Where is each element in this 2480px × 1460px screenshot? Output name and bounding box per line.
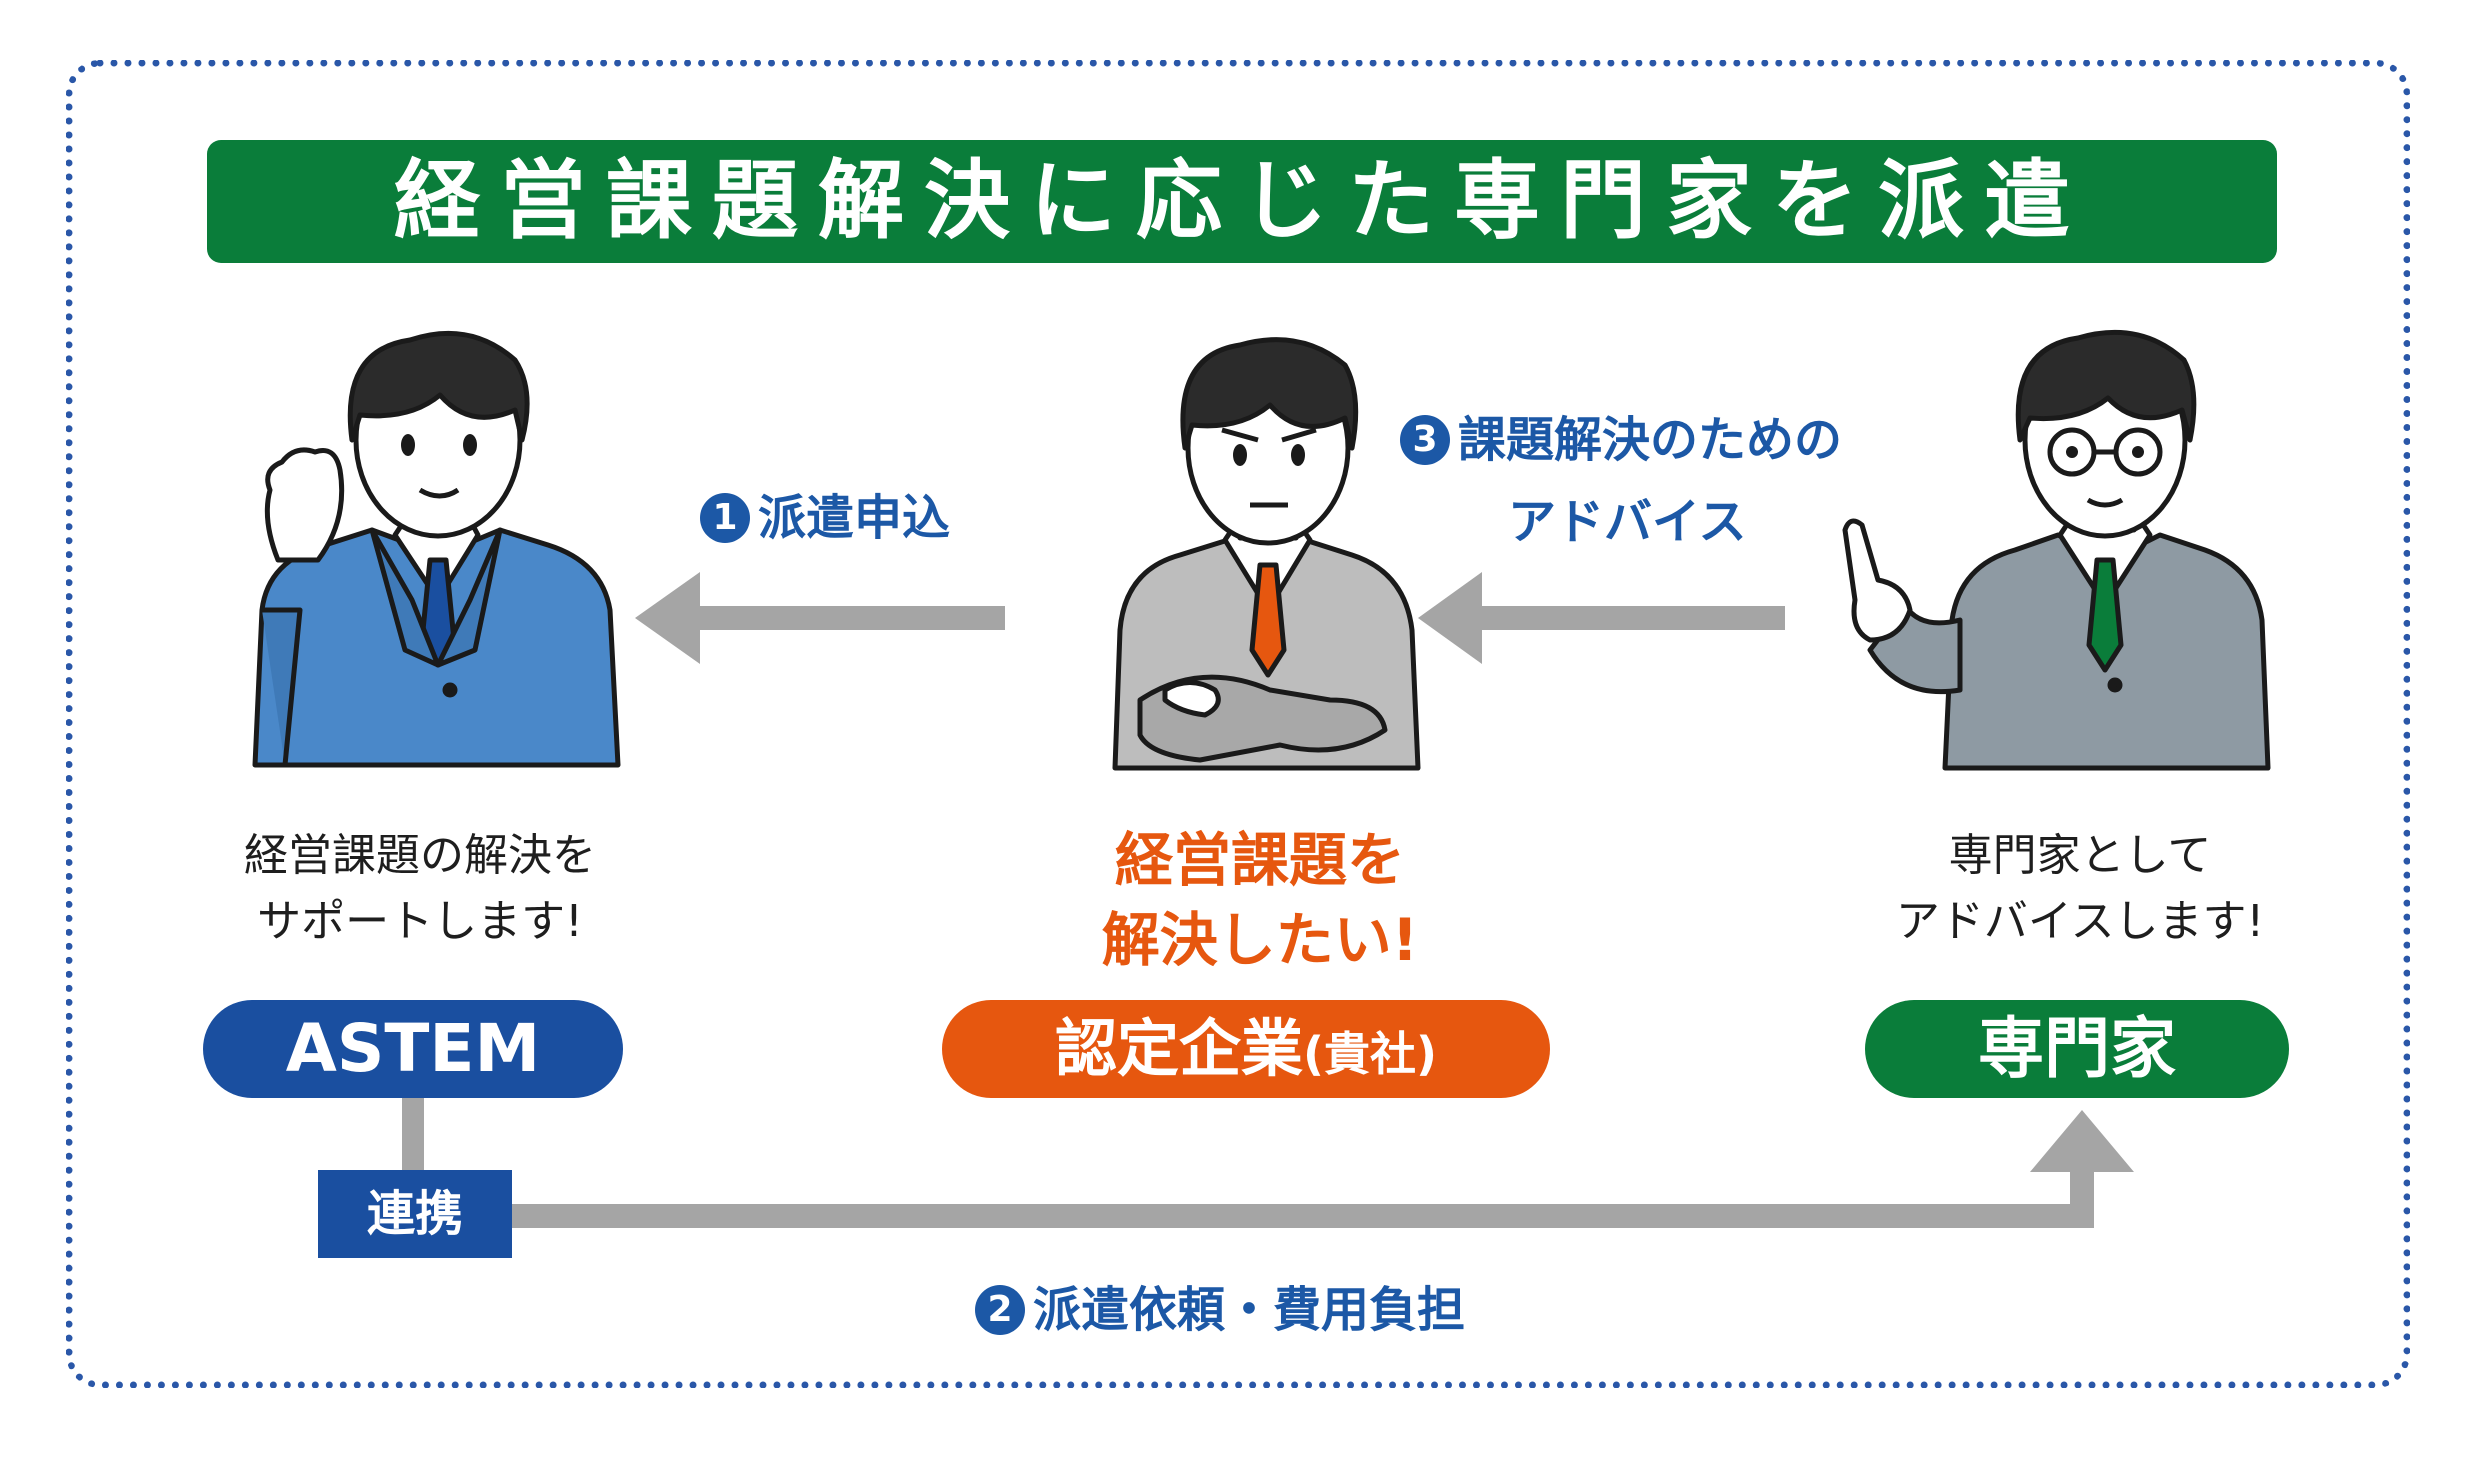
person-astem-icon [252,330,621,768]
astem-caption-line2: サポートします! [257,896,583,947]
expert-caption-line2: アドバイスします! [1895,896,2265,947]
company-caption-line2: 解決したい! [1101,906,1419,974]
step3-text-line1: 課題解決のための [1458,412,1843,468]
step3-number-icon: 3 [1400,415,1450,465]
dotted-frame [66,60,2410,1388]
astem-pill: ASTEM [203,1000,623,1098]
astem-caption: 経営課題の解決を サポートします! [180,823,660,955]
expert-caption-line1: 専門家として [1948,830,2212,881]
expert-caption: 専門家として アドバイスします! [1820,823,2340,955]
step2-text: 派遣依頼・費用負担 [1033,1282,1466,1338]
page-title: 経営課題解決に応じた専門家を派遣 [394,151,2090,251]
person-company-icon [1112,337,1421,771]
company-label-suffix: (貴社) [1302,1027,1438,1081]
step1-text: 派遣申込 [758,490,951,546]
step3-text-line2: アドバイス [1508,494,1747,550]
step1-number-icon: 1 [700,493,750,543]
expert-pill: 専門家 [1865,1000,2289,1098]
arrow-step3 [1418,572,1785,664]
step3-label: 3 課題解決のための [1400,408,1842,472]
arrow-step1 [635,572,1005,664]
title-banner: 経営課題解決に応じた専門家を派遣 [207,140,2277,263]
step2-label: 2 派遣依頼・費用負担 [975,1278,1465,1342]
astem-caption-line1: 経営課題の解決を [244,830,596,881]
company-caption: 経営課題を 解決したい! [1000,820,1520,980]
person-expert-icon [1842,329,2271,771]
link-box: 連携 [318,1170,512,1258]
astem-label: ASTEM [285,1010,541,1087]
link-label: 連携 [366,1186,463,1242]
company-pill: 認定企業(貴社) [942,1000,1550,1098]
company-caption-line1: 経営課題を [1114,826,1405,894]
step2-number-icon: 2 [975,1285,1025,1335]
company-label: 認定企業 [1054,1012,1303,1085]
step3-label-line2: アドバイス [1508,490,1747,554]
expert-label: 専門家 [1978,1010,2176,1087]
step1-label: 1 派遣申込 [700,486,950,550]
arrow-step2 [402,1098,2134,1228]
